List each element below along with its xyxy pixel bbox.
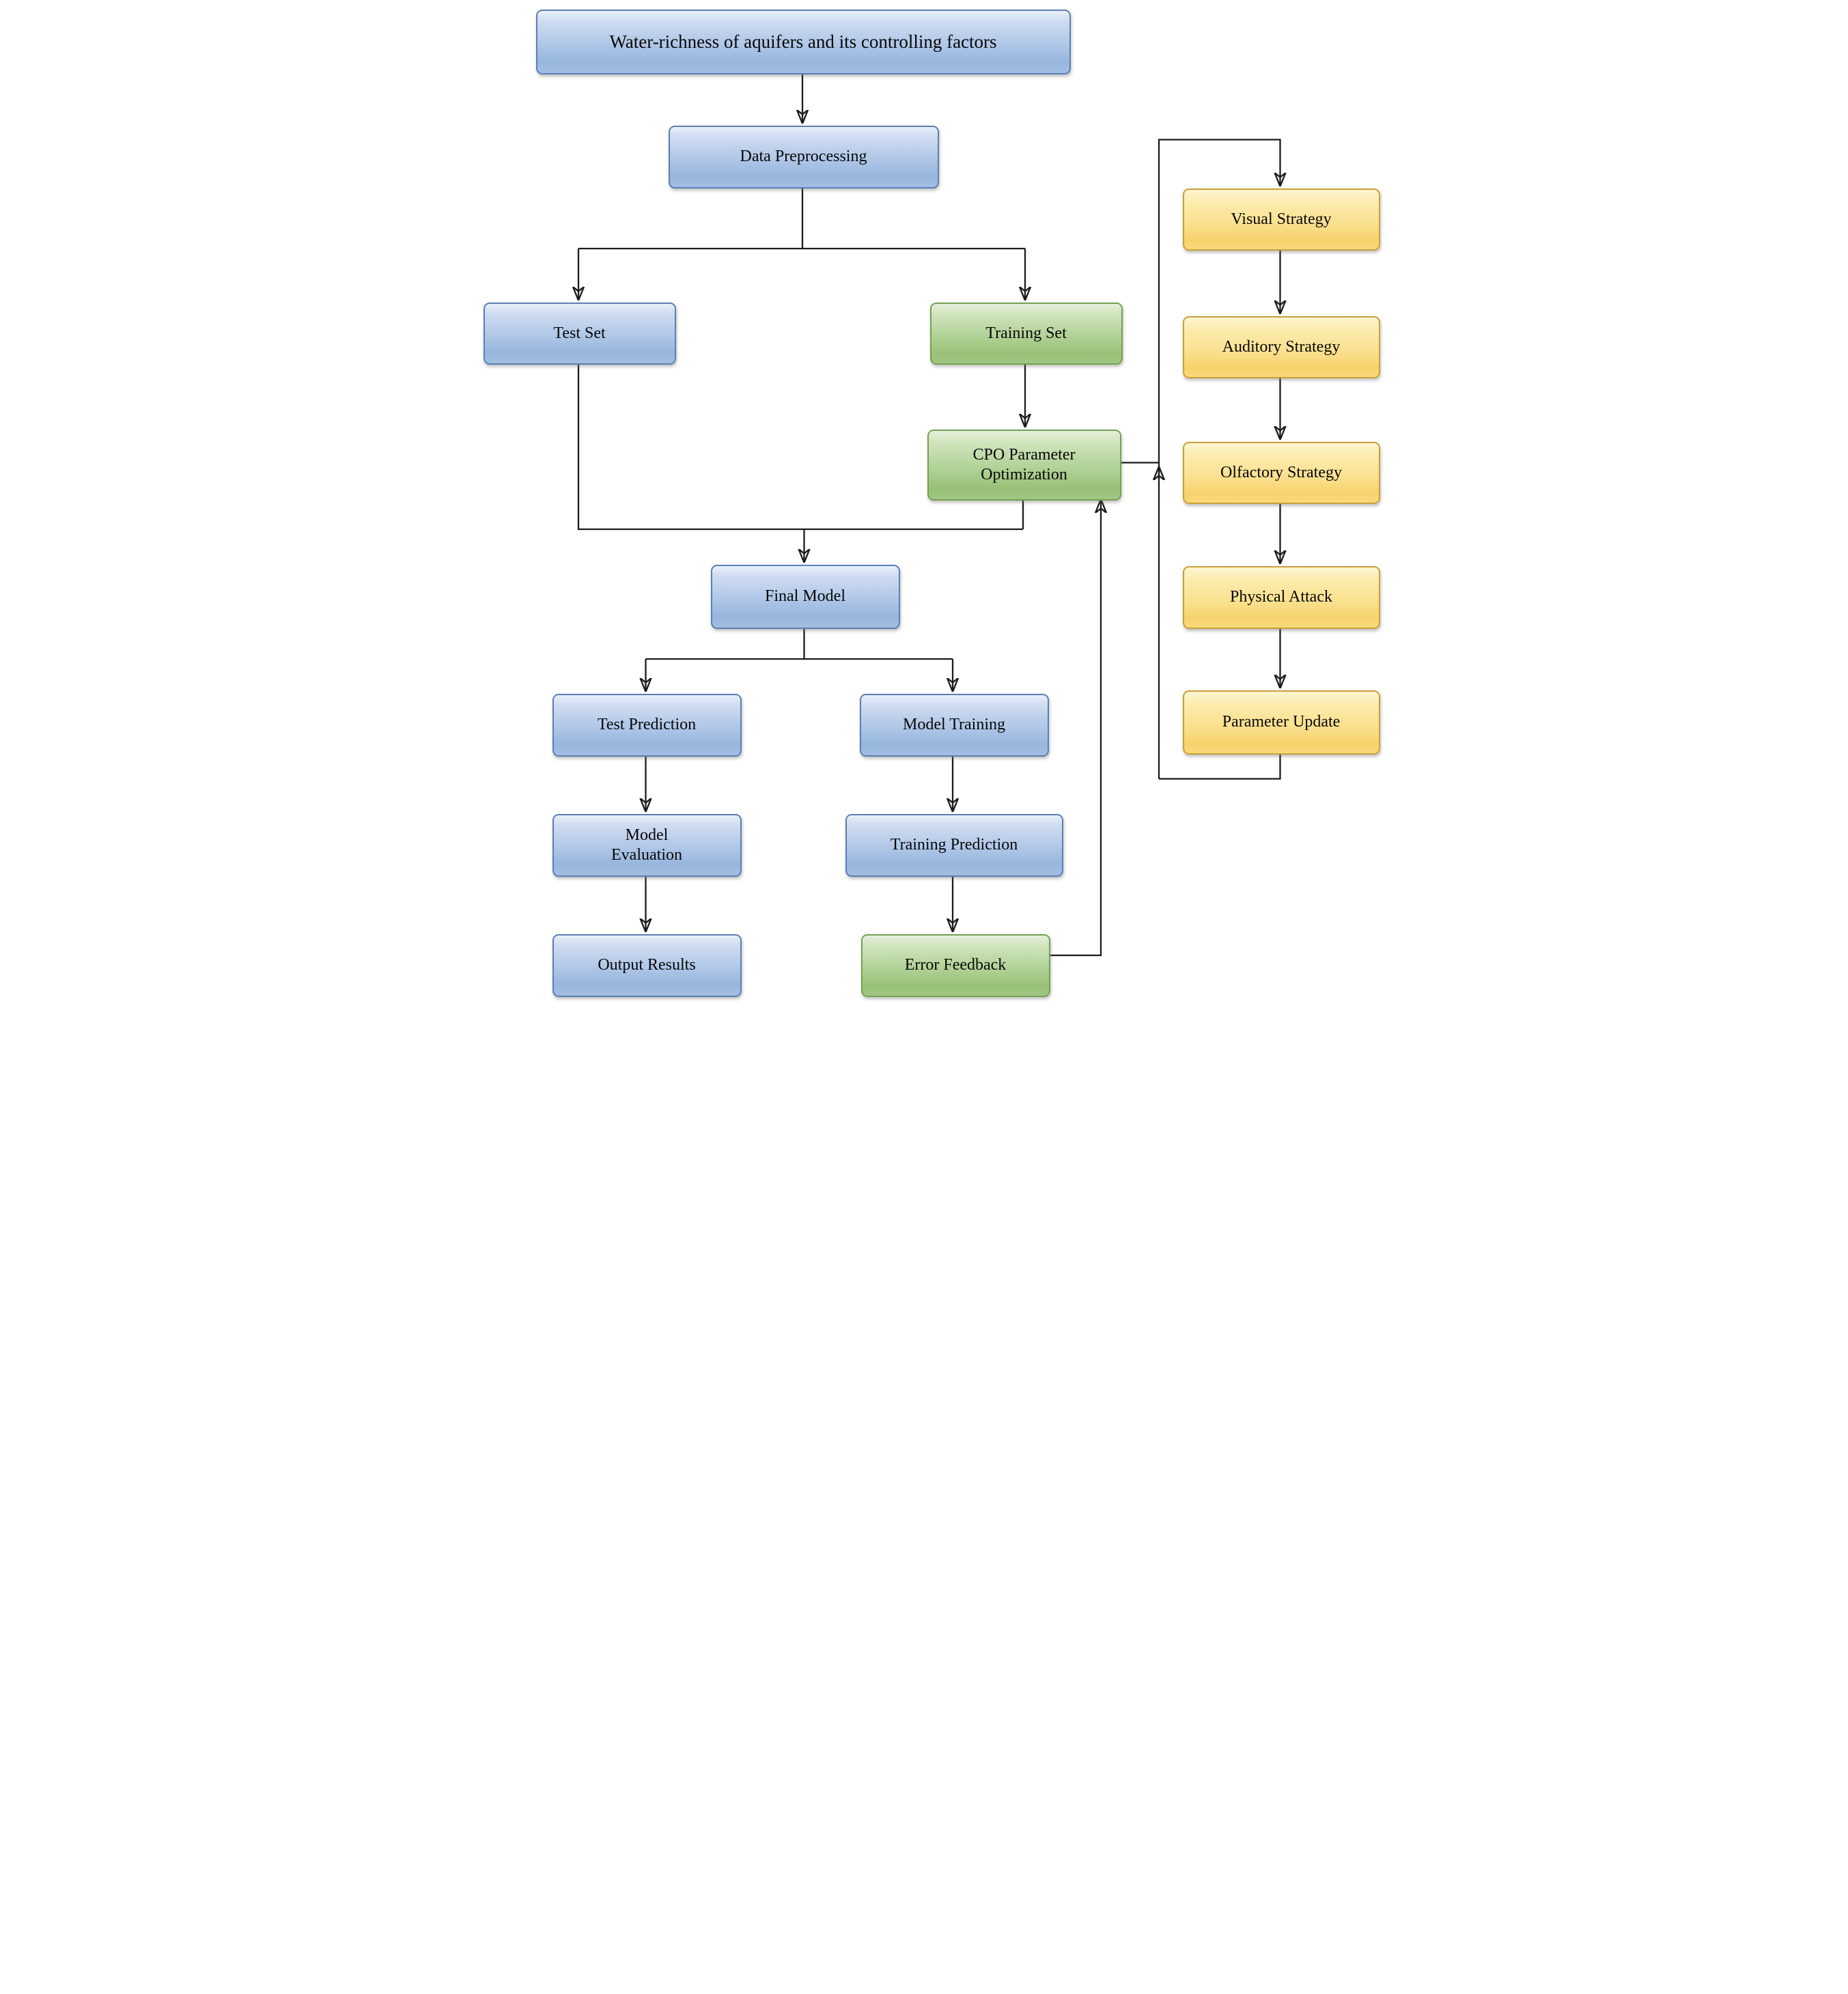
node-label: Training Prediction — [890, 836, 1018, 854]
node-physical-attack: Physical Attack — [1182, 566, 1380, 629]
edge-layer — [462, 72, 1386, 957]
node-test-prediction: Test Prediction — [552, 694, 742, 757]
node-label: Test Prediction — [597, 716, 697, 734]
node-model-training: Model Training — [859, 694, 1049, 757]
node-label: Output Results — [598, 956, 696, 974]
node-cpo-parameter-optimization: CPO Parameter Optimization — [927, 430, 1121, 501]
node-label: CPO Parameter Optimization — [972, 445, 1076, 483]
edge-error-feedback-to-cpo — [1047, 501, 1101, 957]
node-label: Data Preprocessing — [740, 148, 867, 166]
node-label: Water-richness of aquifers and its contr… — [609, 31, 997, 53]
node-label: Model Evaluation — [611, 826, 682, 864]
node-output-results: Output Results — [552, 934, 742, 997]
edge-final-model-split — [645, 626, 953, 660]
node-label: Test Set — [553, 324, 606, 342]
node-model-evaluation: Model Evaluation — [552, 814, 742, 877]
node-final-model: Final Model — [710, 565, 900, 629]
flowchart-diagram: Water-richness of aquifers and its contr… — [462, 0, 1386, 997]
edge-merge-line — [577, 362, 1024, 531]
node-water-richness: Water-richness of aquifers and its contr… — [535, 10, 1071, 74]
node-label: Error Feedback — [904, 956, 1007, 974]
node-label: Training Set — [985, 324, 1067, 342]
node-training-prediction: Training Prediction — [845, 814, 1063, 877]
edge-preprocessing-split — [578, 186, 1025, 250]
node-data-preprocessing: Data Preprocessing — [668, 126, 939, 188]
edge-loop-to-visual-strategy — [1158, 139, 1280, 779]
node-visual-strategy: Visual Strategy — [1182, 188, 1380, 251]
node-label: Olfactory Strategy — [1220, 463, 1342, 481]
node-test-set: Test Set — [483, 303, 676, 365]
node-label: Visual Strategy — [1231, 210, 1332, 228]
node-label: Model Training — [902, 716, 1006, 734]
node-training-set: Training Set — [929, 303, 1123, 365]
node-auditory-strategy: Auditory Strategy — [1182, 316, 1380, 378]
node-label: Auditory Strategy — [1222, 337, 1341, 356]
node-error-feedback: Error Feedback — [860, 934, 1050, 997]
edge-parameter-update-return — [1158, 752, 1281, 780]
node-label: Parameter Update — [1222, 713, 1341, 731]
node-parameter-update: Parameter Update — [1182, 690, 1380, 755]
node-label: Final Model — [765, 587, 845, 606]
node-olfactory-strategy: Olfactory Strategy — [1182, 442, 1380, 504]
node-label: Physical Attack — [1230, 588, 1332, 606]
